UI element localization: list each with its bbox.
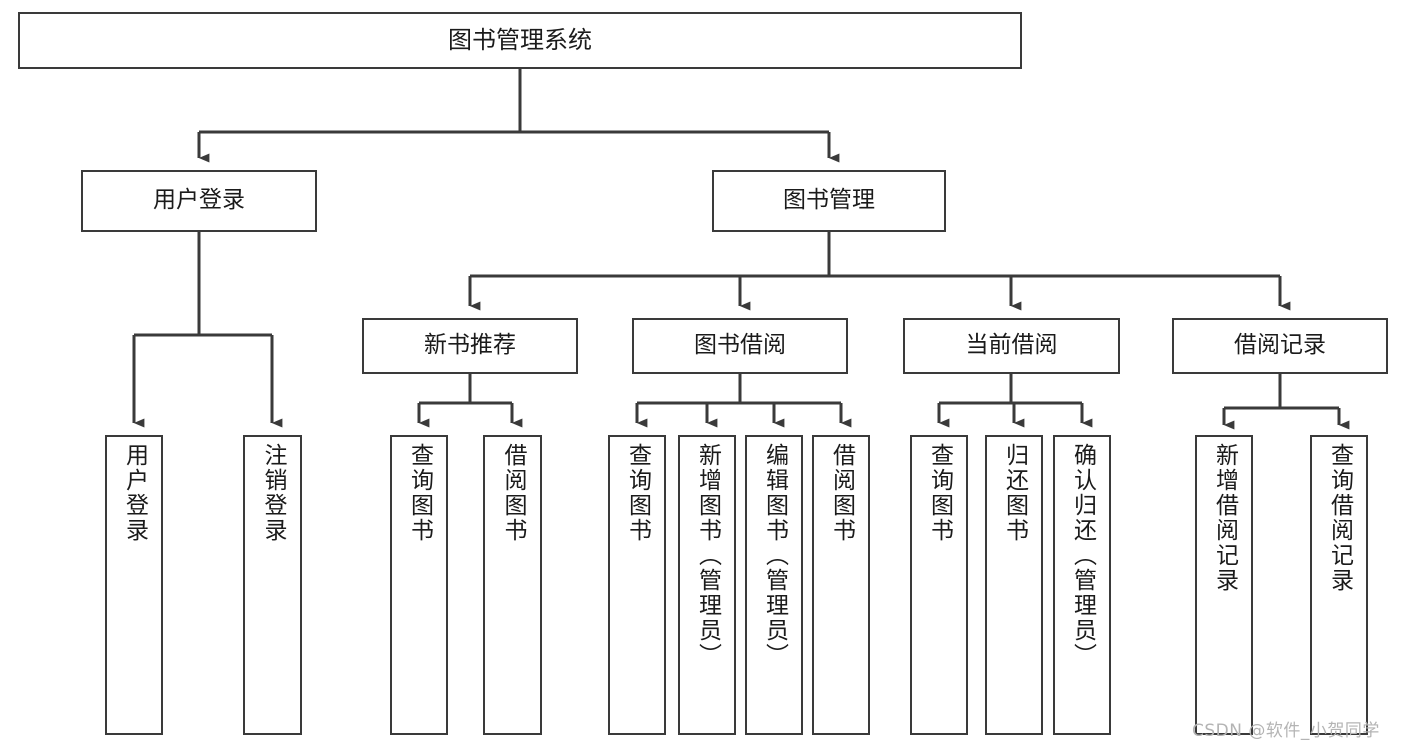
node-leaf[interactable]: 归还图书	[985, 435, 1043, 735]
edges-current-to-leaves	[937, 374, 1093, 428]
node-leaf[interactable]: 查询图书	[390, 435, 448, 735]
node-current-borrow[interactable]: 当前借阅	[903, 318, 1120, 374]
edges-newbook-to-leaves	[417, 374, 523, 428]
node-book-borrow-label: 图书借阅	[694, 332, 786, 359]
node-root-system[interactable]: 图书管理系统	[18, 12, 1022, 69]
node-leaf-label: 确认归还（管理员）	[1069, 443, 1096, 668]
node-leaf[interactable]: 借阅图书	[812, 435, 870, 735]
node-leaf[interactable]: 借阅图书	[483, 435, 542, 735]
edges-bookmgmt-to-level3	[468, 232, 1291, 311]
node-book-borrow[interactable]: 图书借阅	[632, 318, 848, 374]
node-leaf-label: 编辑图书（管理员）	[761, 443, 788, 668]
node-leaf[interactable]: 新增图书（管理员）	[678, 435, 736, 735]
node-user-login[interactable]: 用户登录	[81, 170, 317, 232]
edges-userlogin-to-leaves	[132, 232, 283, 428]
node-leaf-label: 查询图书	[624, 443, 651, 543]
node-leaf[interactable]: 查询图书	[608, 435, 666, 735]
node-book-management[interactable]: 图书管理	[712, 170, 946, 232]
node-leaf-label: 借阅图书	[828, 443, 855, 543]
node-borrow-records-label: 借阅记录	[1234, 332, 1326, 359]
node-borrow-records[interactable]: 借阅记录	[1172, 318, 1388, 374]
node-root-label: 图书管理系统	[448, 26, 592, 55]
node-leaf[interactable]: 用户登录	[105, 435, 163, 735]
node-leaf-label: 新增图书（管理员）	[694, 443, 721, 668]
node-leaf[interactable]: 编辑图书（管理员）	[745, 435, 803, 735]
node-leaf-label: 注销登录	[260, 443, 286, 543]
edges-root-to-level2	[197, 69, 840, 163]
csdn-watermark: CSDN @软件_小贺同学	[1192, 721, 1380, 741]
node-leaf-label: 查询图书	[406, 443, 433, 543]
node-leaf[interactable]: 确认归还（管理员）	[1053, 435, 1111, 735]
edges-borrow-to-leaves	[635, 374, 852, 428]
node-new-book-recommend-label: 新书推荐	[424, 332, 516, 359]
node-leaf[interactable]: 查询借阅记录	[1310, 435, 1368, 735]
node-leaf-label: 查询图书	[926, 443, 953, 543]
node-leaf-label: 查询借阅记录	[1326, 443, 1353, 593]
node-leaf[interactable]: 新增借阅记录	[1195, 435, 1253, 735]
node-current-borrow-label: 当前借阅	[965, 332, 1058, 359]
edges-records-to-leaves	[1222, 374, 1350, 430]
node-book-management-label: 图书管理	[783, 187, 875, 214]
node-leaf-label: 归还图书	[1001, 443, 1028, 543]
node-user-login-label: 用户登录	[153, 187, 245, 214]
node-new-book-recommend[interactable]: 新书推荐	[362, 318, 578, 374]
node-leaf[interactable]: 查询图书	[910, 435, 968, 735]
node-leaf-label: 借阅图书	[500, 443, 526, 543]
node-leaf-label: 用户登录	[121, 443, 148, 543]
node-leaf[interactable]: 注销登录	[243, 435, 302, 735]
node-leaf-label: 新增借阅记录	[1211, 443, 1238, 593]
